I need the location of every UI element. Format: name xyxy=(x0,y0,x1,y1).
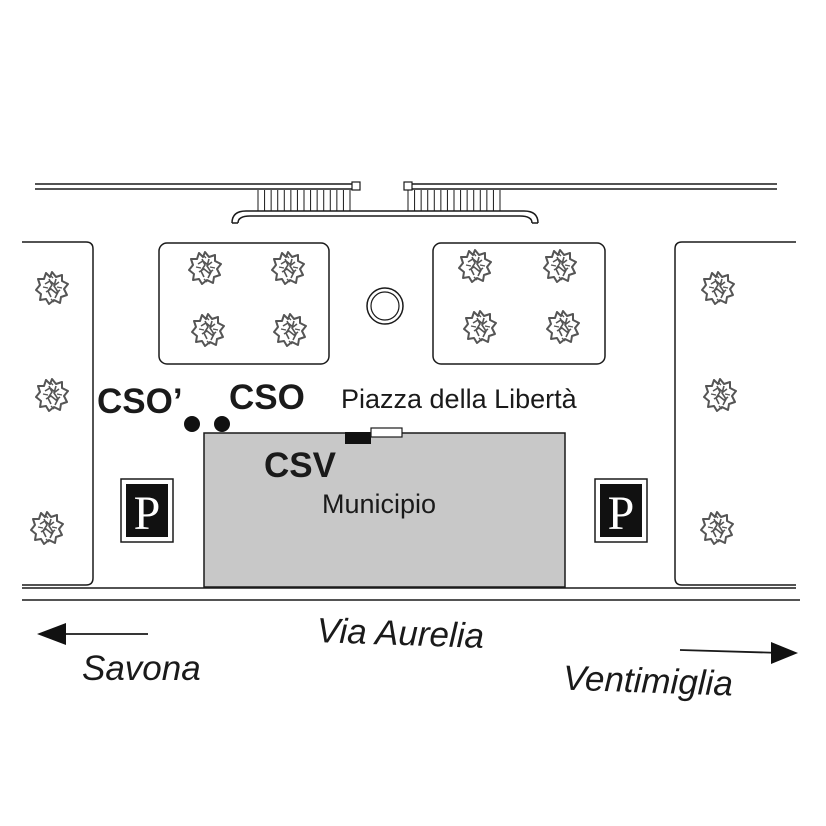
tree-icon xyxy=(463,310,497,344)
east-destination-label: Ventimiglia xyxy=(562,659,733,704)
parking-right-label: P xyxy=(608,487,635,540)
tree-icon xyxy=(701,271,735,305)
station-dot-icon xyxy=(184,416,200,432)
station-label-cso-prime: CSO’ xyxy=(97,382,183,421)
station-dot-icon xyxy=(214,416,230,432)
tree-icon xyxy=(271,251,305,285)
station-label-cso: CSO xyxy=(229,378,305,417)
csv-station-marker xyxy=(345,432,371,444)
fountain-icon xyxy=(366,287,404,325)
arrow-right-icon xyxy=(679,642,798,664)
tree-icon xyxy=(546,310,580,344)
piazza-label: Piazza della Libertà xyxy=(341,384,578,414)
entrance-stairs xyxy=(231,190,539,224)
parking-icon: P xyxy=(594,478,648,543)
tree-icon xyxy=(191,313,225,347)
flowerbed-right xyxy=(432,242,606,365)
tree-icon xyxy=(703,378,737,412)
flowerbed-left xyxy=(158,242,330,365)
tree-icon xyxy=(543,249,577,283)
tree-icon xyxy=(35,271,69,305)
left-garden xyxy=(22,241,94,586)
entrance-marker xyxy=(370,427,403,438)
west-destination-label: Savona xyxy=(82,649,201,688)
tree-icon xyxy=(30,511,64,545)
top-railing xyxy=(35,181,777,191)
parking-left-label: P xyxy=(134,487,161,540)
tree-icon xyxy=(273,313,307,347)
tree-icon xyxy=(700,511,734,545)
right-garden xyxy=(674,241,796,586)
parking-icon: P xyxy=(120,478,174,543)
tree-icon xyxy=(458,249,492,283)
tree-icon xyxy=(35,378,69,412)
street-label: Via Aurelia xyxy=(316,611,485,656)
tree-icon xyxy=(188,251,222,285)
municipio-building xyxy=(203,432,566,588)
municipio-label: Municipio xyxy=(322,489,436,519)
station-label-csv: CSV xyxy=(264,446,337,485)
arrow-left-icon xyxy=(37,623,148,645)
